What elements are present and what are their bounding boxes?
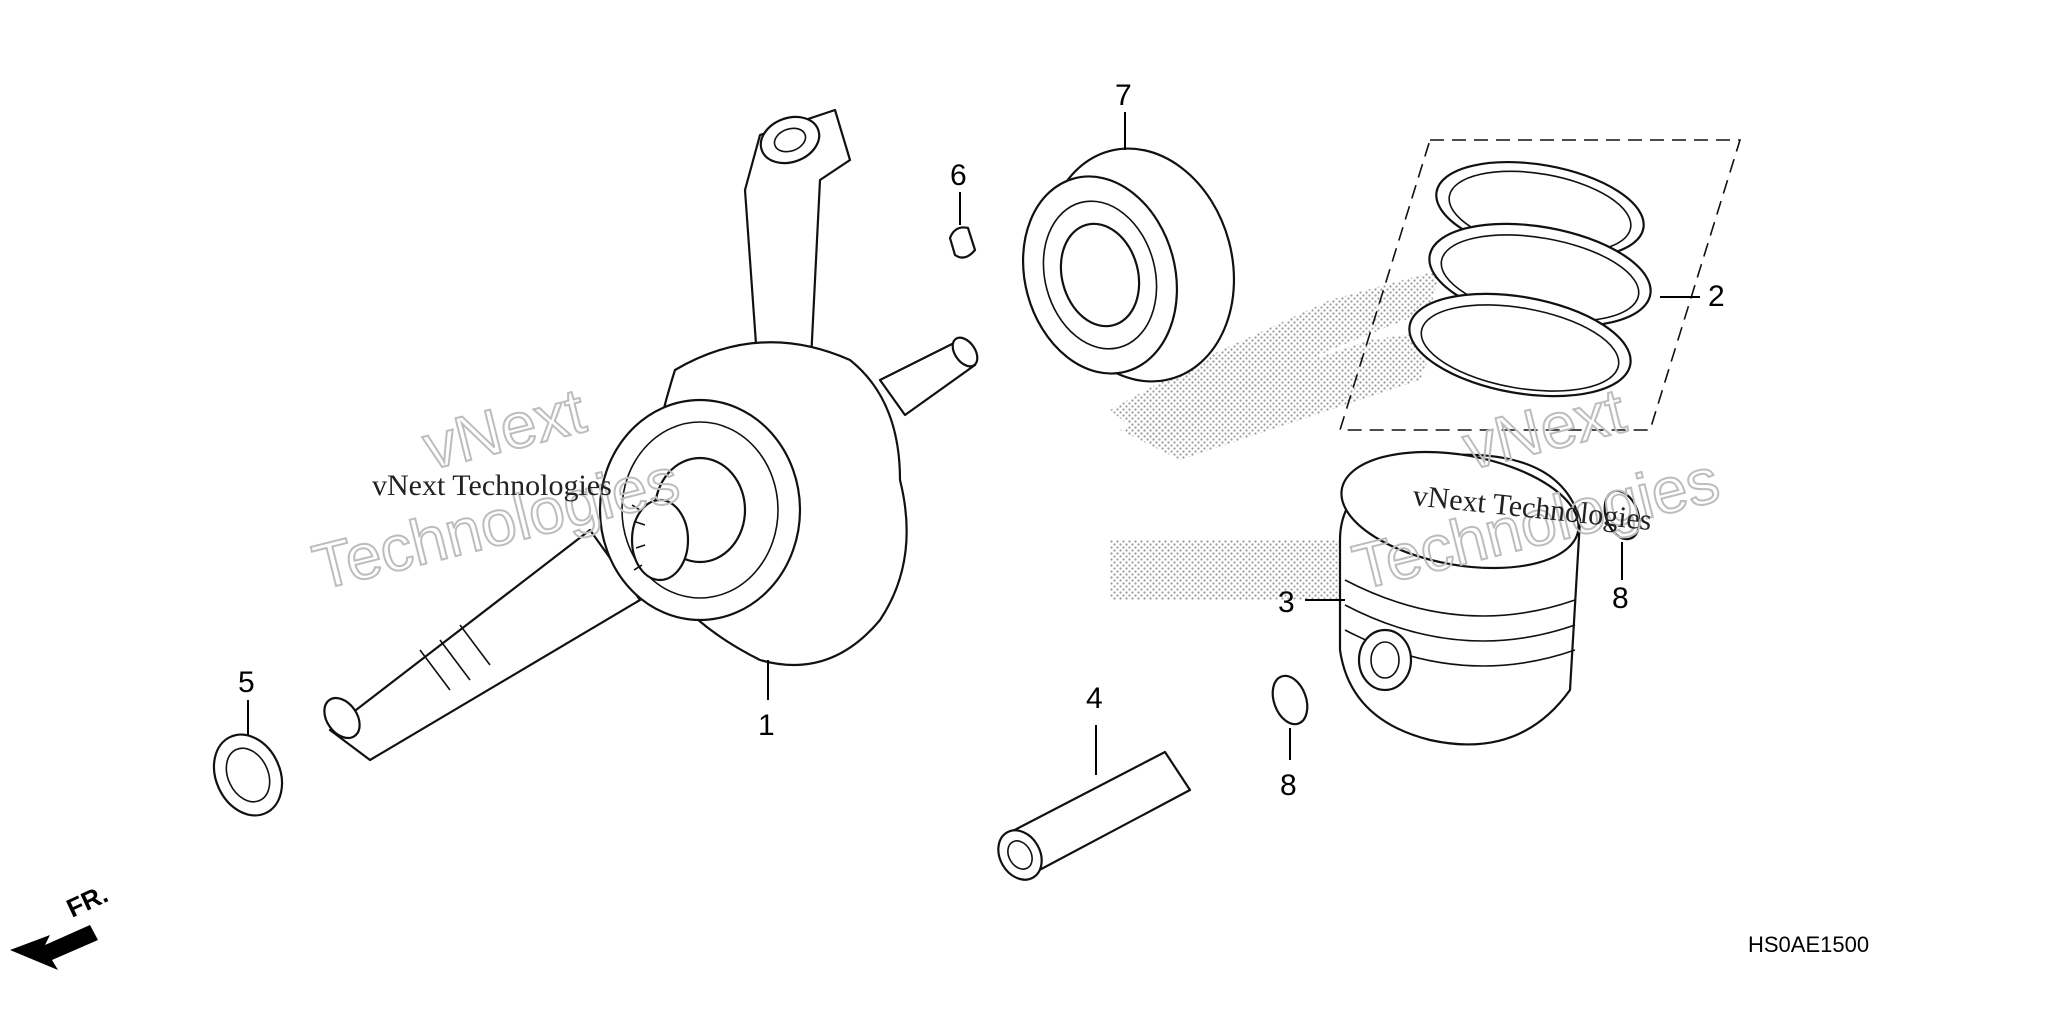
woodruff-key: [948, 226, 977, 259]
front-arrow: FR.: [10, 879, 113, 970]
leader-lines: [247, 112, 1700, 775]
piston: [1338, 450, 1582, 746]
callout-8-left: 8: [1280, 769, 1297, 802]
crankshaft-assembly: [323, 108, 979, 762]
callout-6: 6: [950, 159, 967, 192]
piston-pin-clip-left: [1271, 674, 1309, 726]
callout-7: 7: [1115, 79, 1132, 112]
piston-pin-clip-right: [1603, 489, 1641, 541]
callout-8-right: 8: [1612, 582, 1629, 615]
piston-pin: [997, 750, 1192, 881]
callout-1: 1: [758, 709, 775, 742]
callout-3: 3: [1278, 586, 1295, 619]
background-logo-watermark: [1110, 270, 1440, 600]
callout-4: 4: [1086, 682, 1103, 715]
callout-2: 2: [1708, 280, 1725, 313]
piston-ring-set: [1338, 139, 1742, 431]
bearing: [1021, 147, 1236, 383]
front-label: FR.: [62, 879, 113, 924]
callout-5: 5: [238, 666, 255, 699]
svg-text:vNext Technologies: vNext Technologies: [372, 469, 612, 502]
washer: [212, 733, 284, 817]
diagram-code: HS0AE1500: [1748, 932, 1869, 957]
svg-text:vNext: vNext: [416, 374, 592, 483]
